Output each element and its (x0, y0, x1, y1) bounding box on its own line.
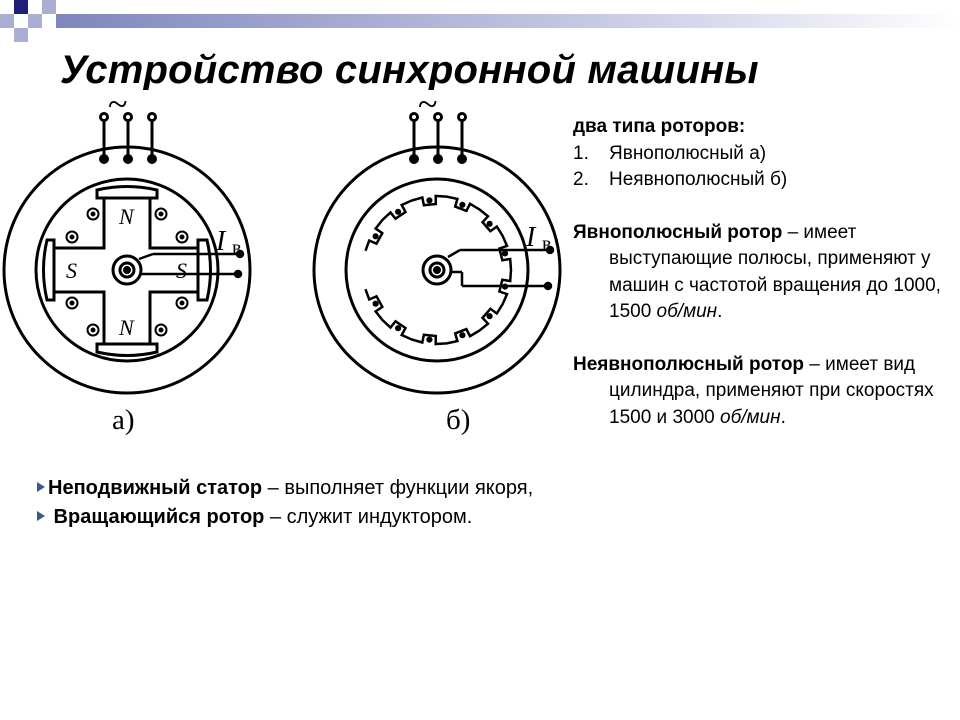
diagram-b-stator-outer (312, 145, 562, 395)
diagram-b-stator-inner (344, 177, 530, 363)
rotor-slot-mark (501, 250, 509, 257)
diagram-b-excitation-leads (447, 245, 555, 291)
rotor-slot-mark (372, 300, 379, 307)
stator-rotor-functions: Неподвижный статор – выполняет функции я… (37, 474, 537, 532)
header-rule (56, 14, 960, 28)
rotor-slot-mark (486, 220, 493, 227)
decor-square (28, 28, 42, 42)
bullet-arrow-icon (37, 511, 45, 521)
diagram-a-excitation-leads (138, 249, 245, 279)
slide-title: Устройство синхронной машины (60, 48, 759, 92)
rotor-slot-mark (426, 197, 433, 204)
decor-square (0, 14, 14, 28)
diagram-b-caption: б) (446, 404, 471, 436)
rotor-slot-mark (394, 325, 402, 332)
pole-label-top: N (118, 204, 135, 229)
diagram-b-rotor-body (364, 194, 513, 346)
diagram-b-tilde: ~ (418, 90, 437, 124)
decor-square (14, 14, 28, 28)
decor-square (0, 42, 14, 56)
diagram-b: ~ I в (312, 90, 562, 395)
decor-square (14, 28, 28, 42)
diagram-a-winding-marks (65, 207, 189, 337)
decor-square (28, 0, 42, 14)
pole-label-right: S (176, 258, 187, 283)
rotor-slot-mark (394, 208, 402, 215)
diagram-a-tilde: ~ (108, 90, 127, 124)
rotor-slot-mark (426, 336, 433, 343)
decor-square (14, 0, 28, 14)
bullet-arrow-icon (37, 482, 45, 492)
diagram-a-caption: а) (112, 404, 135, 436)
list-item: Вращающийся ротор – служит индуктором. (37, 503, 537, 532)
rotor-slot-mark (486, 313, 493, 320)
diagram-b-shaft (421, 254, 453, 286)
rotor-slot-mark (459, 201, 466, 208)
decor-square (0, 0, 14, 14)
list-item: 1.Явнополюсный а) (573, 142, 767, 164)
diagram-a-current-symbol: I (215, 226, 227, 257)
diagram-b-current-symbol: I (525, 222, 537, 253)
diagram-a-current-subscript: в (232, 237, 241, 259)
salient-rotor-description: Явнополюсный ротор – имеет выступающие п… (573, 221, 941, 323)
list-item: Неподвижный статор – выполняет функции я… (37, 474, 537, 503)
diagram-a-terminals (99, 112, 157, 164)
diagram-a: ~ (2, 90, 252, 395)
pole-label-left: S (66, 258, 77, 283)
diagram-b-current-subscript: в (542, 233, 551, 255)
rotor-types-heading: два типа роторов: (573, 116, 746, 137)
pole-label-bottom: N (118, 315, 135, 340)
machine-diagrams: ~ (0, 90, 570, 410)
slide-decoration (0, 0, 960, 56)
decor-square (42, 0, 56, 14)
diagram-a-shaft (111, 254, 143, 286)
list-item: 2.Неявнополюсный б) (573, 169, 788, 190)
diagram-a-stator-inner (34, 177, 220, 363)
rotor-types-text: два типа роторов: 1.Явнополюсный а) 2.Не… (573, 114, 958, 431)
rotor-slot-mark (372, 233, 379, 240)
diagram-a-stator-outer (2, 145, 252, 395)
decor-square (28, 14, 42, 28)
cylindrical-rotor-description: Неявнополюсный ротор – имеет вид цилиндр… (573, 353, 934, 428)
rotor-slot-mark (459, 332, 466, 339)
